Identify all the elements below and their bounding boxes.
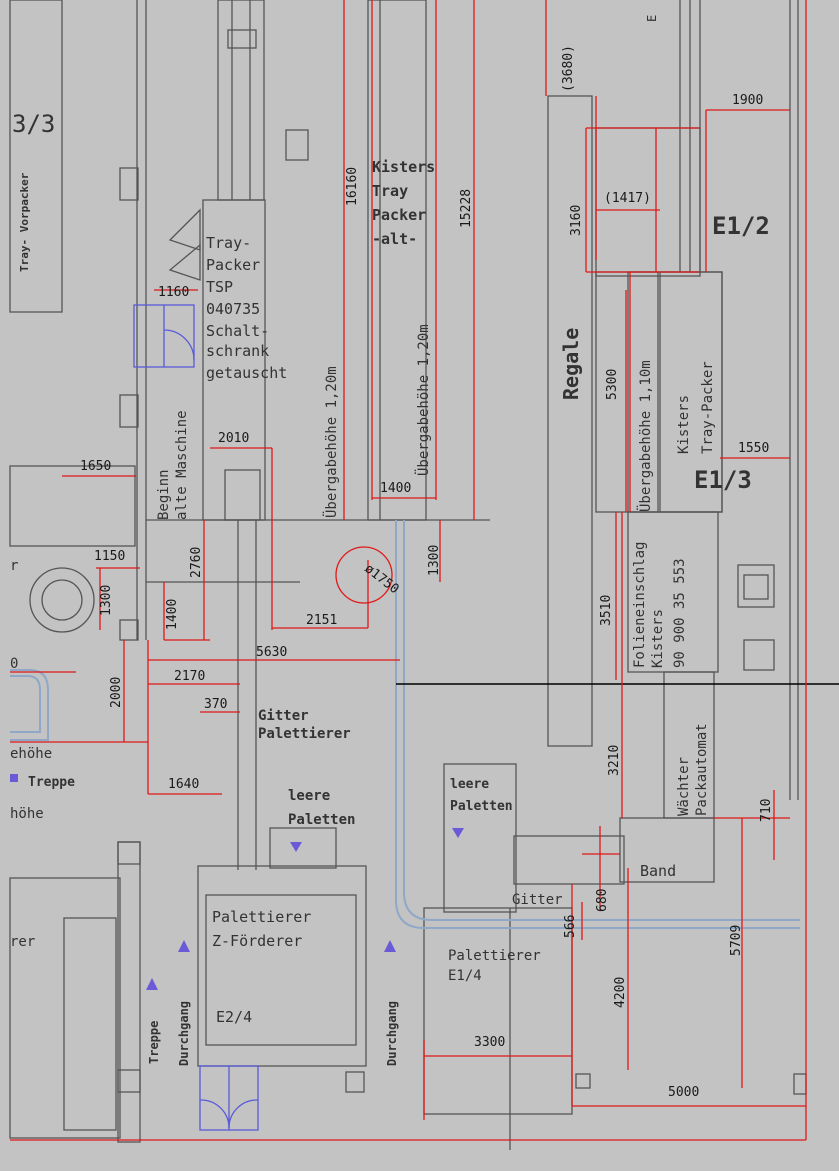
dim-1550: 1550 xyxy=(738,441,769,456)
label-leere-paletten-1: leere Paletten xyxy=(288,788,355,828)
dim-5000: 5000 xyxy=(668,1085,699,1100)
dim-5300: 5300 xyxy=(605,369,620,400)
dim-15228: 15228 xyxy=(459,189,474,228)
label-waechter-1: Wächter xyxy=(676,757,692,816)
dim-3680: (3680) xyxy=(561,45,576,92)
label-area-3-3: 3/3 xyxy=(12,110,55,138)
label-uebergabe-120-b: Übergabehöhe 1,20m xyxy=(414,324,432,476)
palettierer-z-box xyxy=(197,865,367,1067)
label-e1-3: E1/3 xyxy=(694,466,752,494)
label-kisters-tray-packer-alt: Kisters Tray Packer -alt- xyxy=(372,158,444,248)
label-kisters-tray-packer-1: Kisters xyxy=(676,395,692,454)
label-band: Band xyxy=(640,862,676,880)
label-folieneinschlag-3: 90 900 35 553 xyxy=(672,558,688,668)
dim-2170: 2170 xyxy=(174,669,205,684)
label-top-right-e: E xyxy=(645,15,659,22)
dim-1160: 1160 xyxy=(158,285,189,300)
dim-2010: 2010 xyxy=(218,431,249,446)
dim-2000: 2000 xyxy=(109,677,124,708)
label-durchgang-2: Durchgang xyxy=(385,1001,399,1066)
label-leere-paletten-2: leere Paletten xyxy=(450,777,513,814)
label-waechter-2: Packautomat xyxy=(694,723,710,816)
dim-1900: 1900 xyxy=(732,93,763,108)
label-durchgang-1: Durchgang xyxy=(177,1001,191,1066)
dim-3300: 3300 xyxy=(474,1035,505,1050)
label-gitter: Gitter xyxy=(512,892,563,908)
label-palettierer-z: Palettierer Z-Förderer xyxy=(212,908,320,950)
dim-1400a: 1400 xyxy=(380,481,411,496)
label-beginn: Beginn alte Maschine xyxy=(156,410,190,520)
dim-566: 566 xyxy=(563,915,578,938)
label-folieneinschlag-1: Folieneinschlag xyxy=(632,542,648,668)
dim-1300b: 1300 xyxy=(99,585,114,616)
label-uebergabe-120-a: Übergabehöhe 1,20m xyxy=(322,366,340,518)
label-kisters-tray-packer-2: Tray-Packer xyxy=(700,361,716,454)
label-uebergabe-110: Übergabehöhe 1,10m xyxy=(636,360,654,512)
dim-1150: 1150 xyxy=(94,549,125,564)
dim-2151: 2151 xyxy=(306,613,337,628)
label-regale: Regale xyxy=(559,328,583,400)
conveyor-lines xyxy=(10,520,800,929)
dim-1650: 1650 xyxy=(80,459,111,474)
dim-1400b: 1400 xyxy=(165,599,180,630)
dimension-lines xyxy=(10,0,807,1141)
circle-1750 xyxy=(335,546,393,604)
label-tray-packer-tsp: Tray- Packer TSP 040735 Schalt- schrank … xyxy=(206,234,287,382)
label-treppe-bottom: Treppe xyxy=(147,1021,161,1064)
label-tray-vorpacker: Tray- Vorpacker xyxy=(18,172,31,272)
dim-710: 710 xyxy=(759,799,774,822)
label-e2-4: E2/4 xyxy=(216,1008,252,1026)
door-symbols xyxy=(133,304,259,1131)
dim-370: 370 xyxy=(204,697,227,712)
dim-5630: 5630 xyxy=(256,645,287,660)
left-top-block xyxy=(9,0,63,313)
circle-machine xyxy=(29,567,95,633)
dim-1300: 1300 xyxy=(427,545,442,576)
dim-16160: 16160 xyxy=(345,167,360,206)
dim-1417: (1417) xyxy=(604,191,651,206)
label-r: r xyxy=(10,558,18,574)
marker-triangles xyxy=(10,774,464,990)
left-mid-block xyxy=(9,465,136,547)
label-rer: rer xyxy=(10,934,35,950)
label-ehoehe: ehöhe xyxy=(10,746,52,762)
label-palettierer-e14: Palettierer E1/4 xyxy=(448,948,549,984)
dim-1640: 1640 xyxy=(168,777,199,792)
label-e1-2: E1/2 xyxy=(712,212,770,240)
regale-block xyxy=(547,95,593,747)
dim-3210: 3210 xyxy=(607,745,622,776)
dim-680: 680 xyxy=(595,889,610,912)
dim-4200: 4200 xyxy=(613,977,628,1008)
dim-3510: 3510 xyxy=(599,595,614,626)
label-gitter-palettierer: Gitter Palettierer xyxy=(258,708,351,742)
label-zero: 0 xyxy=(10,656,18,672)
dim-2760: 2760 xyxy=(189,547,204,578)
label-hoehe: höhe xyxy=(10,806,44,822)
dim-5709: 5709 xyxy=(729,925,744,956)
structure-lines xyxy=(9,0,807,1150)
dim-3160: 3160 xyxy=(569,205,584,236)
label-treppe-left: Treppe xyxy=(28,775,75,790)
label-folieneinschlag-2: Kisters xyxy=(650,609,666,668)
